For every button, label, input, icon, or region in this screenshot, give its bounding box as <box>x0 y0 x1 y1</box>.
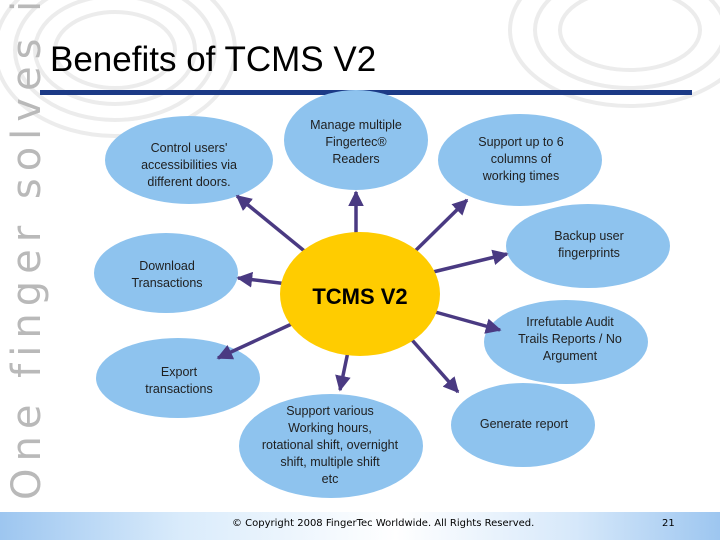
node-label-generate-report: Generate report <box>479 417 569 431</box>
bubble-control-users <box>105 116 273 204</box>
bubble-manage-readers <box>284 90 428 190</box>
bubble-working-hours <box>239 394 423 498</box>
node-label-manage-readers: Manage multiple Fingertec® Readers <box>310 118 402 166</box>
page-number: 21 <box>662 518 675 529</box>
arrow-to-download-transactions <box>236 271 289 288</box>
footer-bar <box>0 512 720 540</box>
page-title: Benefits of TCMS V2 <box>50 40 377 79</box>
node-label-working-times: Support up to 6 columns of working times <box>478 135 564 183</box>
node-label-working-hours: Support various Working hours, rotationa… <box>261 404 399 486</box>
arrow-to-generate-report <box>403 330 460 394</box>
node-label-control-users: Control users' accessibilities via diffe… <box>141 141 237 189</box>
bubble-download-transactions <box>94 233 238 313</box>
bubble-backup-fingerprints <box>506 204 670 288</box>
node-label-download-transactions: Download Transactions <box>131 259 203 290</box>
arrow-to-working-times <box>406 198 469 260</box>
center-label: TCMS V2 <box>312 284 408 309</box>
arrow-to-export-transactions <box>216 320 297 360</box>
arrow-to-backup-fingerprints <box>432 249 509 274</box>
center-hub <box>280 232 440 356</box>
node-label-backup-fingerprints: Backup user fingerprints <box>554 229 624 260</box>
bubble-audit-trails <box>484 300 648 384</box>
node-label-audit-trails: Irrefutable Audit Trails Reports / No Ar… <box>518 315 622 363</box>
bubble-generate-report <box>451 383 595 467</box>
copyright-text: © Copyright 2008 FingerTec Worldwide. Al… <box>232 518 535 529</box>
node-label-export-transactions: Export transactions <box>145 365 213 396</box>
bubble-working-times <box>438 114 602 206</box>
arrow-to-control-users <box>235 194 315 260</box>
arrow-to-audit-trails <box>427 308 502 334</box>
